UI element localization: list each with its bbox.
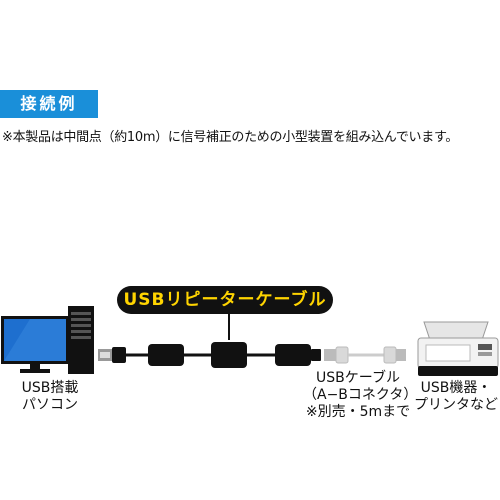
usb-cable-label-note: ※別売・5mまで: [305, 404, 411, 420]
pc-label-line: USB搭載: [21, 380, 79, 396]
device-label-line: USB機器・: [420, 380, 492, 396]
monitor-stand: [20, 369, 50, 373]
pc-tower: [68, 306, 94, 374]
usb-ab-cable-icon: [324, 346, 406, 364]
repeater-cable-title: USBリピーターケーブル: [117, 286, 333, 314]
pc-label: USB搭載 パソコン: [8, 380, 92, 414]
usb-cable-label-line: （A−Bコネクタ）: [303, 387, 418, 403]
printer-icon: [417, 321, 499, 376]
usb-cable-label: USBケーブル （A−Bコネクタ） ※別売・5mまで: [303, 370, 418, 421]
usb-a-socket-icon: [311, 349, 321, 361]
device-label: USB機器・ プリンタなど: [412, 380, 500, 414]
product-note: ※本製品は中間点（約10m）に信号補正のための小型装置を組み込んでいます。: [2, 130, 459, 145]
section-badge: 接続例: [0, 90, 98, 118]
pc-label-line: パソコン: [22, 397, 78, 413]
cable-ferrite-right: [275, 344, 311, 366]
cable-ferrite-left: [148, 344, 184, 366]
repeater-module: [211, 342, 247, 368]
desktop-computer-icon: [1, 306, 94, 374]
usb-a-plug-icon: [98, 347, 126, 363]
monitor-screen: [4, 319, 66, 361]
usb-cable-label-line: USBケーブル: [316, 370, 400, 386]
device-label-line: プリンタなど: [414, 397, 498, 413]
